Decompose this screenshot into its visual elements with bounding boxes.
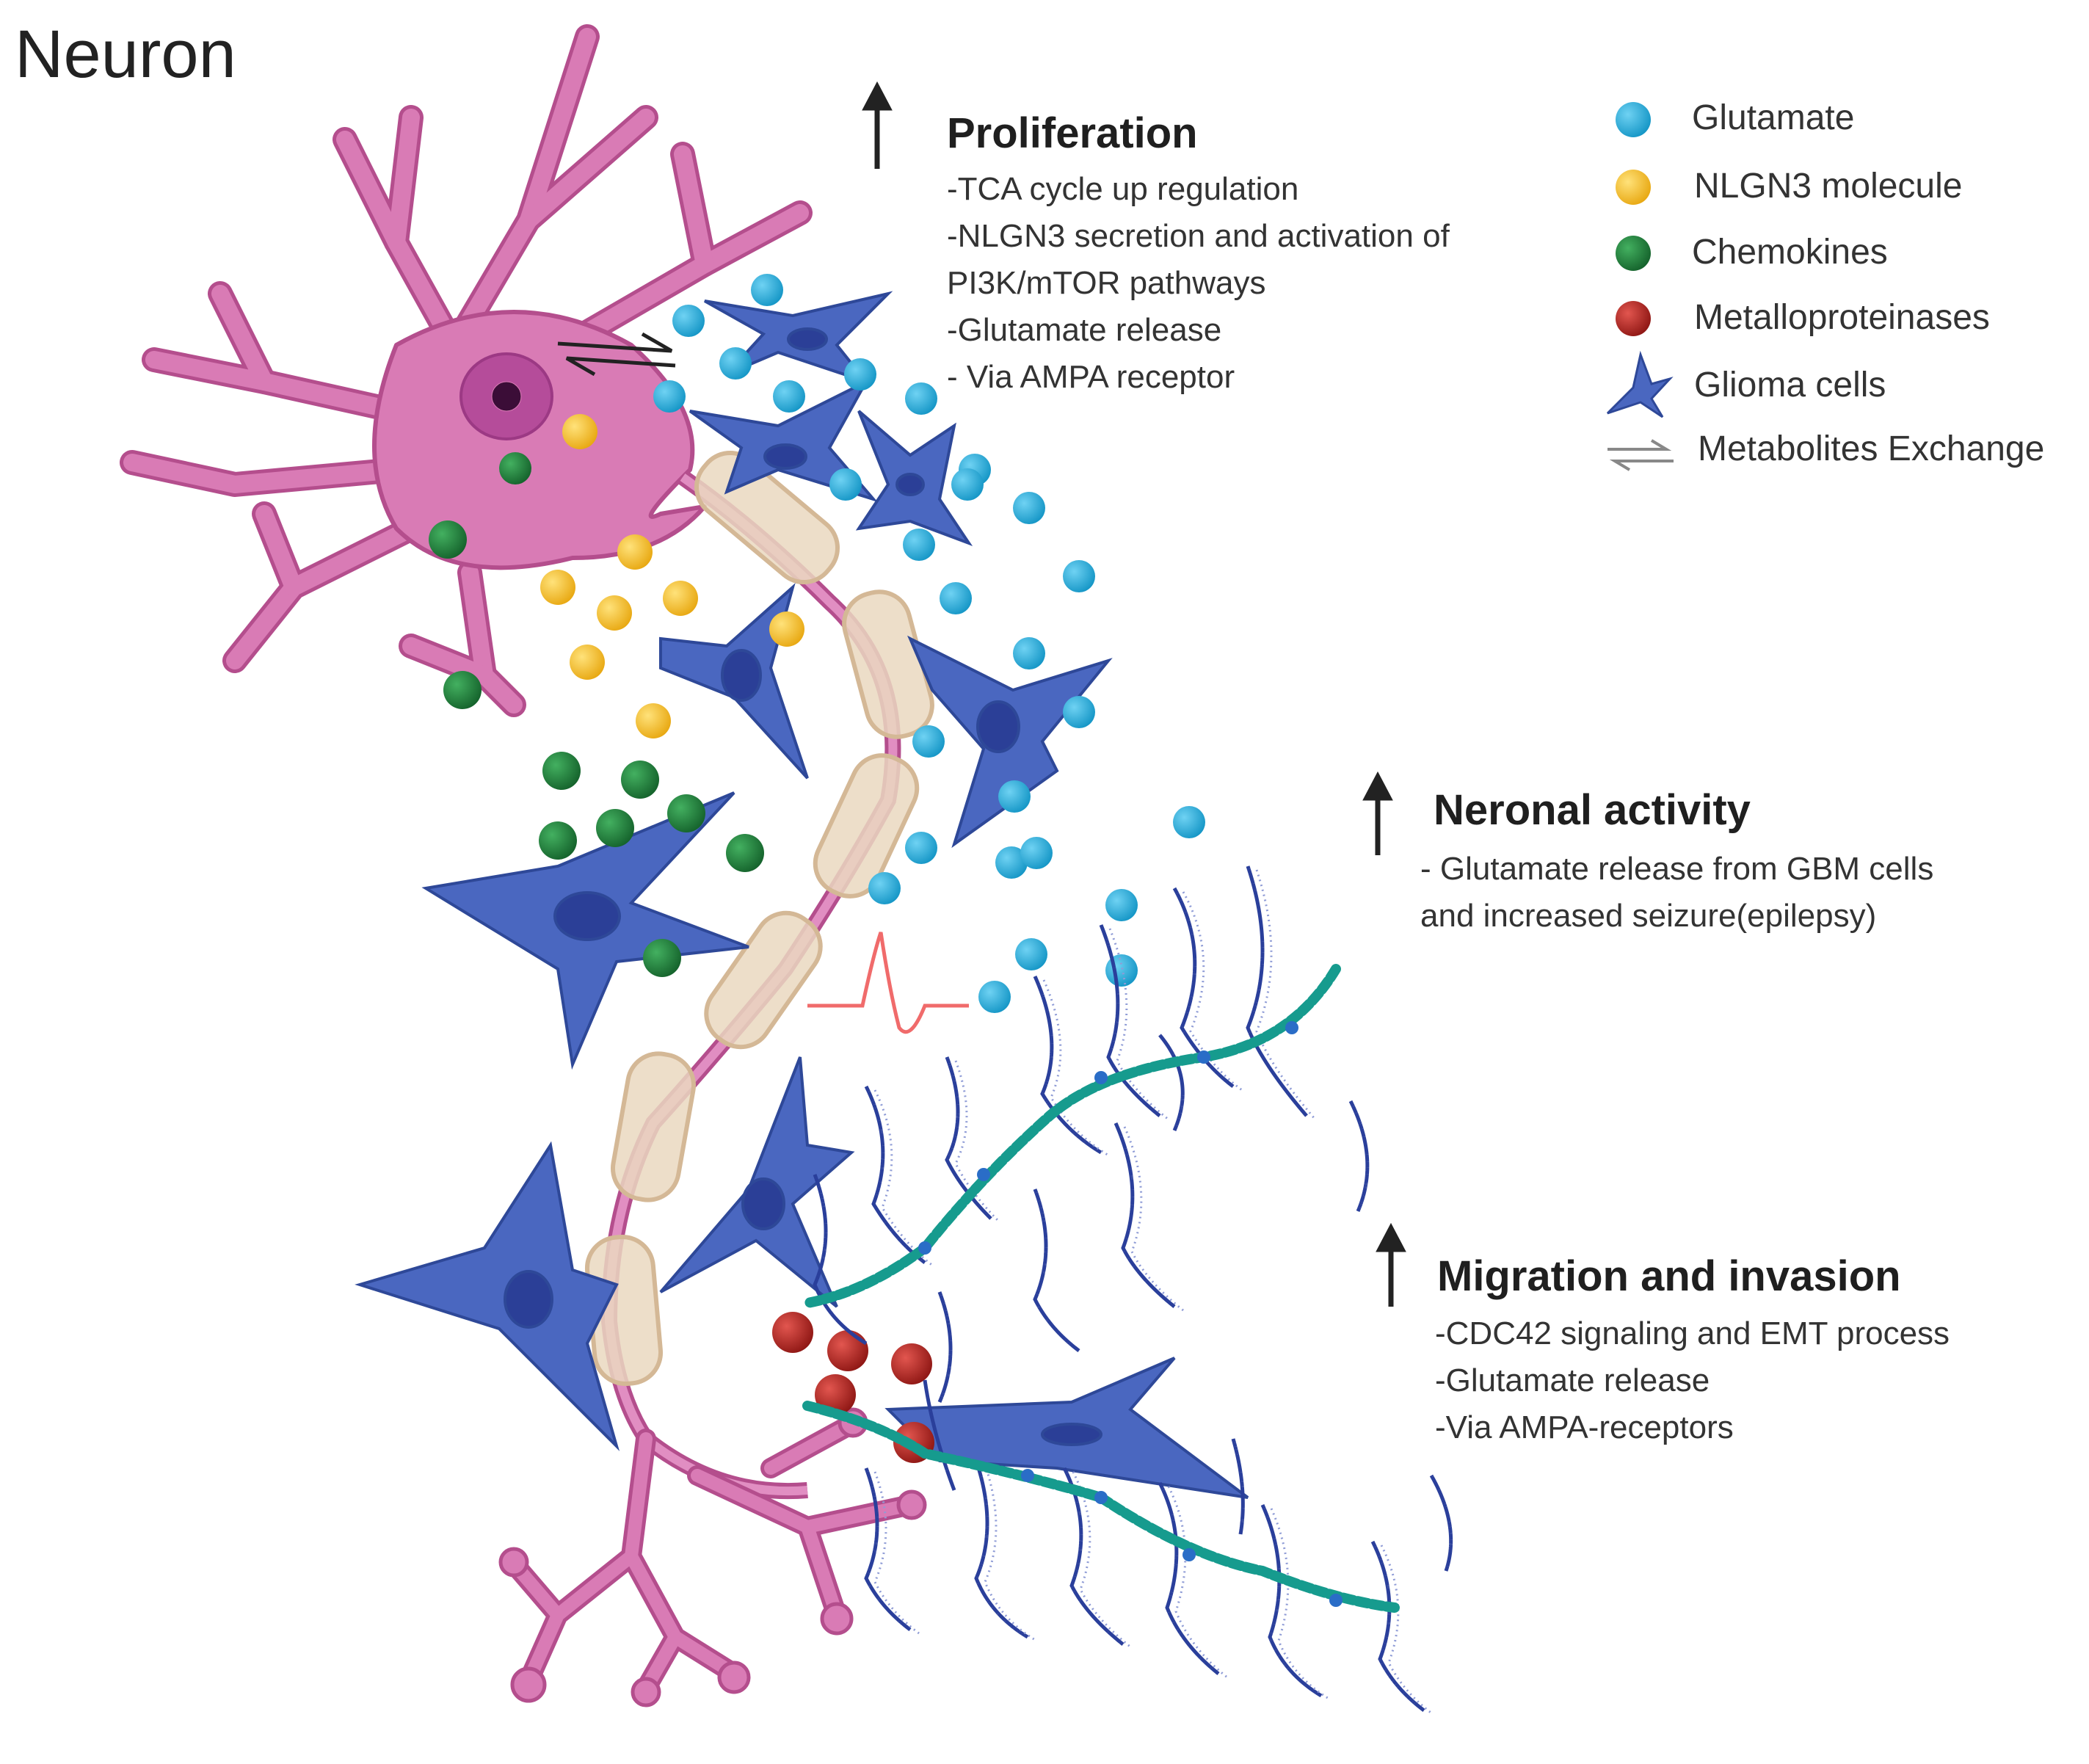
neuronal-activity-heading: Neronal activity: [1434, 786, 1751, 834]
legend-icons: [1606, 102, 1674, 471]
proliferation-heading: Proliferation: [947, 109, 1198, 157]
neuronal-activity-text: - Glutamate release from GBM cells and i…: [1420, 846, 1933, 940]
legend-label-metabolites-exchange: Metabolites Exchange: [1698, 429, 2045, 468]
proliferation-line: PI3K/mTOR pathways: [947, 265, 1266, 301]
metalloproteinase-molecules: [772, 1312, 934, 1463]
neuron-cell: [120, 24, 813, 717]
neuronal-activity-line: - Glutamate release from GBM cells: [1420, 851, 1934, 887]
proliferation-line: -Glutamate release: [947, 312, 1222, 348]
exchange-arrows-icon: [1607, 439, 1674, 471]
proliferation-text: -TCA cycle up regulation -NLGN3 secretio…: [947, 166, 1450, 401]
green-dot-icon: [1616, 236, 1651, 271]
migration-line: -CDC42 signaling and EMT process: [1435, 1315, 1950, 1351]
axon: [498, 450, 934, 1707]
migration-line: -Via AMPA-receptors: [1435, 1409, 1734, 1445]
extracellular-matrix-fibers: [802, 865, 1453, 1716]
legend-label-metalloproteinases: Metalloproteinases: [1694, 298, 1990, 337]
glioma-cells: [355, 291, 1249, 1499]
proliferation-line: -NLGN3 secretion and activation of: [947, 218, 1450, 254]
blue-dot-icon: [1616, 102, 1651, 137]
migration-text: -CDC42 signaling and EMT process -Glutam…: [1435, 1310, 1950, 1451]
glioma-cell-icon: [1606, 350, 1674, 418]
yellow-dot-icon: [1616, 170, 1651, 205]
nlgn3-molecules: [540, 414, 804, 738]
legend-label-chemokines: Chemokines: [1692, 233, 1888, 272]
migration-heading: Migration and invasion: [1437, 1252, 1901, 1300]
legend-label-nlgn3: NLGN3 molecule: [1694, 167, 1963, 206]
legend-label-glioma: Glioma cells: [1694, 366, 1886, 404]
up-arrow-icons: [862, 81, 1406, 1307]
legend-label-glutamate: Glutamate: [1692, 98, 1855, 137]
proliferation-line: -TCA cycle up regulation: [947, 171, 1299, 207]
chemokine-molecules: [429, 452, 764, 977]
proliferation-line: - Via AMPA receptor: [947, 359, 1235, 395]
page-title: Neuron: [15, 17, 236, 92]
migration-line: -Glutamate release: [1435, 1362, 1710, 1398]
exchange-arrows-icon: [557, 332, 676, 377]
action-potential-trace: [807, 932, 969, 1034]
red-dot-icon: [1616, 301, 1651, 336]
neuronal-activity-line: and increased seizure(epilepsy): [1420, 898, 1877, 934]
